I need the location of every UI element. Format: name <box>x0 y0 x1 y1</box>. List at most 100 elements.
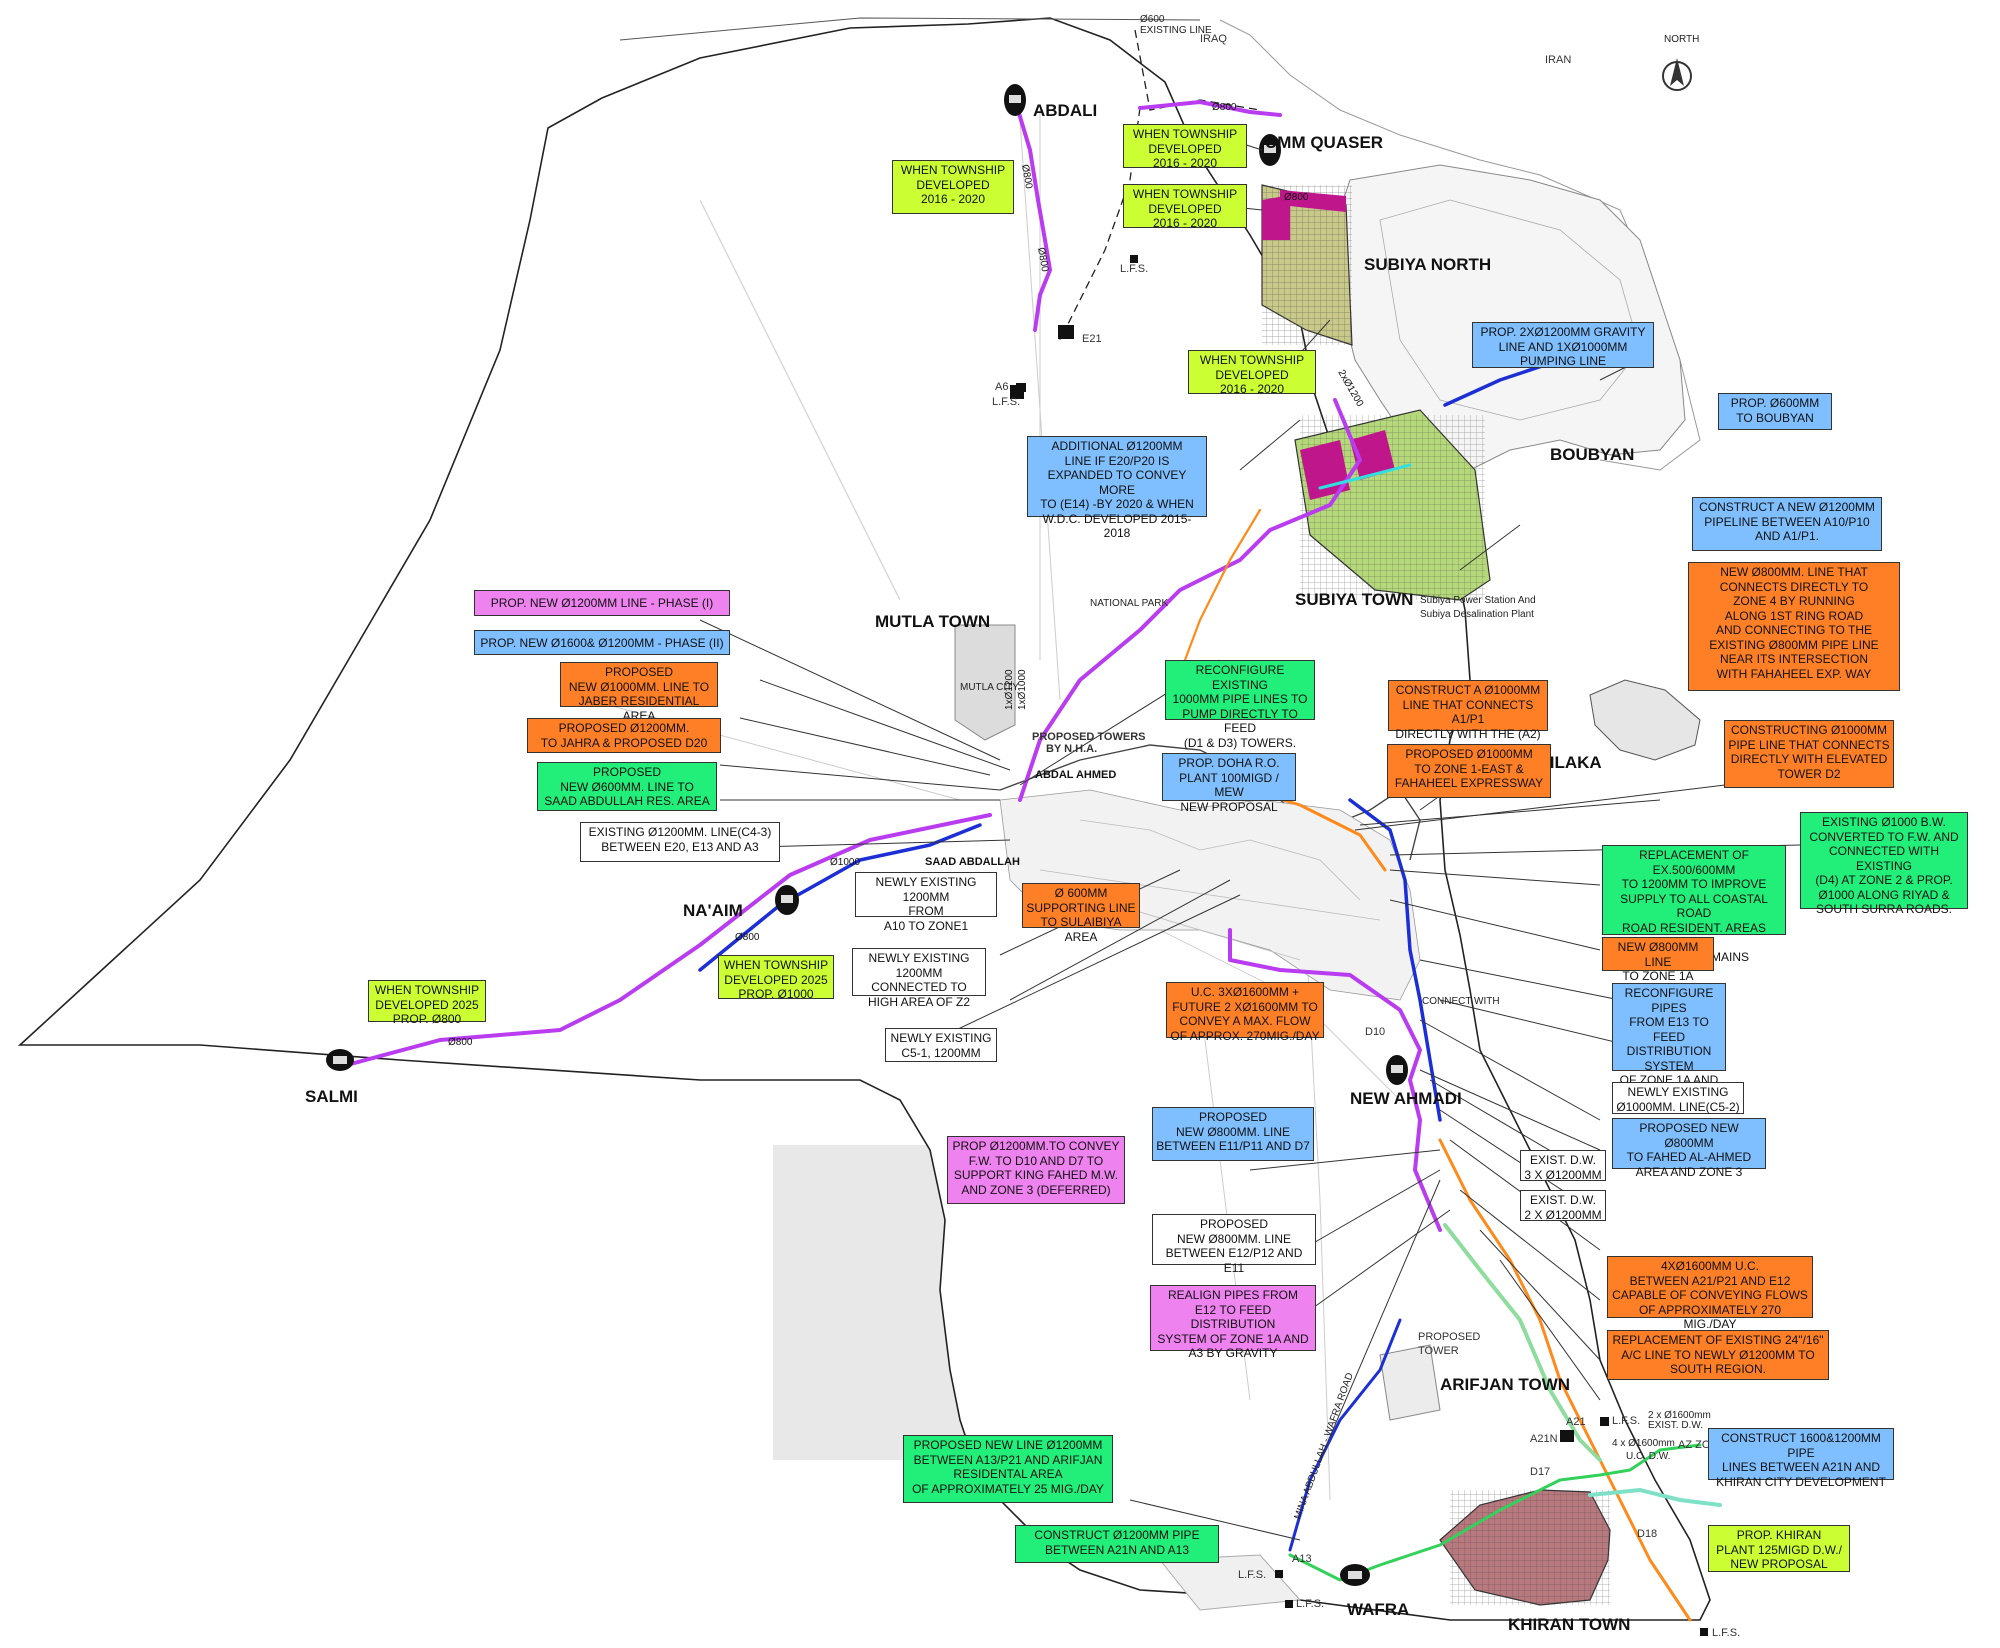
note-line: NEWLY EXISTING <box>890 1031 992 1045</box>
note-line: TOWER D2 <box>1777 766 1841 781</box>
note-construct-a10: CONSTRUCT A NEW Ø1200mmPIPELINE BETWEEN … <box>1692 497 1882 551</box>
note-line: NEW Ø800mm. LINE <box>1176 1231 1292 1246</box>
note-line: OF APPROXIMATELY 270 MIG./DAY <box>1638 1302 1782 1332</box>
town-label-subiya-north: SUBIYA NORTH <box>1364 255 1491 274</box>
note-line: FROM E13 TO FEED <box>1629 1015 1709 1044</box>
d10-label: D10 <box>1365 1026 1385 1038</box>
town-label-mutla-town: MUTLA TOWN <box>875 612 990 631</box>
pipeline-phase2-naaim <box>698 823 982 972</box>
note-newly-a10-zone1: NEWLY EXISTING 1200mmFROMA10 TO ZONE1 <box>855 872 997 933</box>
ud-dw-label: U.C. D.W. <box>1626 1451 1670 1462</box>
note-line: PROPOSED NEW Ø800mm <box>1639 1121 1739 1150</box>
note-line: REPLACEMENT OF EXISTING 24"/16" <box>1612 1333 1824 1347</box>
pipeline-phase1-abdali <box>1013 98 1052 332</box>
note-line: Ø 600mm <box>1054 886 1108 900</box>
note-line: TO 1200mm TO IMPROVE <box>1621 877 1767 891</box>
proposed-towers-label-2: BY N.H.A. <box>1046 743 1097 755</box>
note-line: NEW Ø800mm. LINE THAT <box>1720 565 1868 579</box>
note-constructing-tower-d2: CONSTRUCTING Ø1000mmPIPE LINE THAT CONNE… <box>1724 720 1894 788</box>
town-label-subiya-town: SUBIYA TOWN <box>1295 590 1413 609</box>
note-line: PROP Ø1200mm.TO CONVEY <box>952 1139 1120 1153</box>
town-label-arifjan-town: ARIFJAN TOWN <box>1440 1375 1570 1394</box>
note-line: PROPOSED <box>1198 1110 1267 1124</box>
diameter-label: 1xØ1200 <box>1004 669 1015 710</box>
town-label-abdali: ABDALI <box>1033 101 1097 120</box>
note-line: A/C LINE TO NEWLY Ø1200mm TO <box>1621 1347 1815 1362</box>
subiya-north-development <box>1261 184 1353 346</box>
note-replacement-coastal: REPLACEMENT OF EX.500/600mmTO 1200mm TO … <box>1602 845 1786 964</box>
note-line: SUPPORTING LINE <box>1026 900 1136 915</box>
failaka-island <box>1589 679 1701 761</box>
wafra-area <box>1158 1554 1302 1611</box>
note-construct-1000: CONSTRUCT A Ø1000mmLINE THAT CONNECTS A1… <box>1388 680 1548 741</box>
note-line: KHIRAN CITY DEVELOPMENT <box>1716 1474 1886 1489</box>
note-line: CONNECTS DIRECTLY TO <box>1719 579 1869 594</box>
note-existing-bw: EXISTING Ø1000 B.W.CONVERTED TO F.W. AND… <box>1800 812 1968 916</box>
note-line: (D4) AT ZONE 2 & PROP. <box>1815 873 1953 887</box>
note-line: TO BOUBYAN <box>1736 410 1814 425</box>
note-line: U.C. 3xØ1600mm + <box>1190 985 1300 999</box>
note-line: PROP. Ø600mm <box>1730 396 1820 410</box>
note-line: WHEN TOWNSHIP <box>723 958 829 972</box>
note-line: A10 TO ZONE1 <box>883 918 969 933</box>
note-existing-1200-c43: EXISTING Ø1200mm. LINE(C4-3)BETWEEN E20,… <box>580 822 780 862</box>
note-line: TO FAHED AL-AHMED <box>1626 1150 1752 1164</box>
note-line: WHEN TOWNSHIP <box>1132 127 1238 141</box>
diameter-label: Ø800 <box>448 1037 473 1048</box>
note-line: LINE IF E20/P20 IS <box>1064 453 1170 468</box>
note-line: DEVELOPED 2025 <box>724 972 828 987</box>
diameter-label: Ø800 <box>1212 102 1237 113</box>
note-line: AND CONNECTING TO THE <box>1715 623 1873 637</box>
lfs-label-5: L.F.S. <box>1612 1415 1640 1427</box>
note-line: PROP. DOHA R.O. <box>1178 756 1280 770</box>
note-line: BETWEEN E20, E13 AND A3 <box>601 839 759 854</box>
diameter-label: Ø800 <box>1019 164 1034 190</box>
e21-label: E21 <box>1082 333 1102 345</box>
town-label-abdal-ahmed: ABDAL AHMED <box>1035 769 1116 781</box>
note-a13-p21: PROPOSED NEW LINE Ø1200mmBETWEEN A13/P21… <box>903 1435 1113 1503</box>
note-line: A3 BY GRAVITY <box>1188 1346 1278 1360</box>
mutla-city-label: MUTLA CITY <box>960 682 1019 693</box>
note-line: RECONFIGURE EXISTING <box>1195 663 1285 692</box>
proposed-tower-label-1: PROPOSED <box>1418 1331 1480 1343</box>
pipeline-phase1-south <box>1228 928 1442 1232</box>
note-line: PROP. Ø800 <box>392 1012 462 1026</box>
note-line: C5-1, 1200mm <box>901 1045 981 1060</box>
existing-line-label: EXISTING LINE <box>1140 25 1212 36</box>
note-exist-dw-2x: EXIST. D.W.2 x Ø1200mm <box>1520 1190 1606 1222</box>
lfs-label-1: L.F.S. <box>1120 263 1148 275</box>
boubyan-island <box>1329 164 1686 471</box>
connect-with-label: CONNECT WITH <box>1422 996 1500 1007</box>
note-line: SAAD ABDULLAH RES. AREA <box>544 794 710 808</box>
country-label-iraq: IRAQ <box>1200 33 1227 45</box>
note-line: FAHAHEEL EXPRESSWAY <box>1394 776 1544 790</box>
north-arrow-icon <box>1662 58 1692 91</box>
a13-label: A13 <box>1292 1553 1312 1565</box>
town-label-boubyan: BOUBYAN <box>1550 445 1634 464</box>
note-line: PROPOSED <box>604 665 673 679</box>
note-line: LINES BETWEEN A21N AND <box>1721 1460 1881 1474</box>
proposed-towers-label-1: PROPOSED TOWERS <box>1032 731 1145 743</box>
mutla-city-area <box>954 624 1016 741</box>
subiya-town-development <box>1294 409 1491 601</box>
note-line: AND ZONE 3 (DEFERRED) <box>961 1182 1111 1197</box>
note-line: PROP. NEW Ø1600& Ø1200mm - PHASE (II) <box>480 636 724 650</box>
note-line: CONNECTED TO <box>871 980 967 994</box>
a21-label: A21 <box>1566 1416 1586 1428</box>
note-line: NEWLY EXISTING 1200mm <box>875 875 977 904</box>
note-boubyan: PROP. Ø600mmTO BOUBYAN <box>1718 393 1832 430</box>
note-line: LINE AND 1xØ1000mm <box>1498 339 1628 354</box>
note-line: BETWEEN A21/P21 AND E12 <box>1629 1273 1791 1288</box>
subiya-power-label-2: Subiya Desalination Plant <box>1420 609 1534 620</box>
note-line: DEVELOPED 2025 <box>375 997 479 1012</box>
